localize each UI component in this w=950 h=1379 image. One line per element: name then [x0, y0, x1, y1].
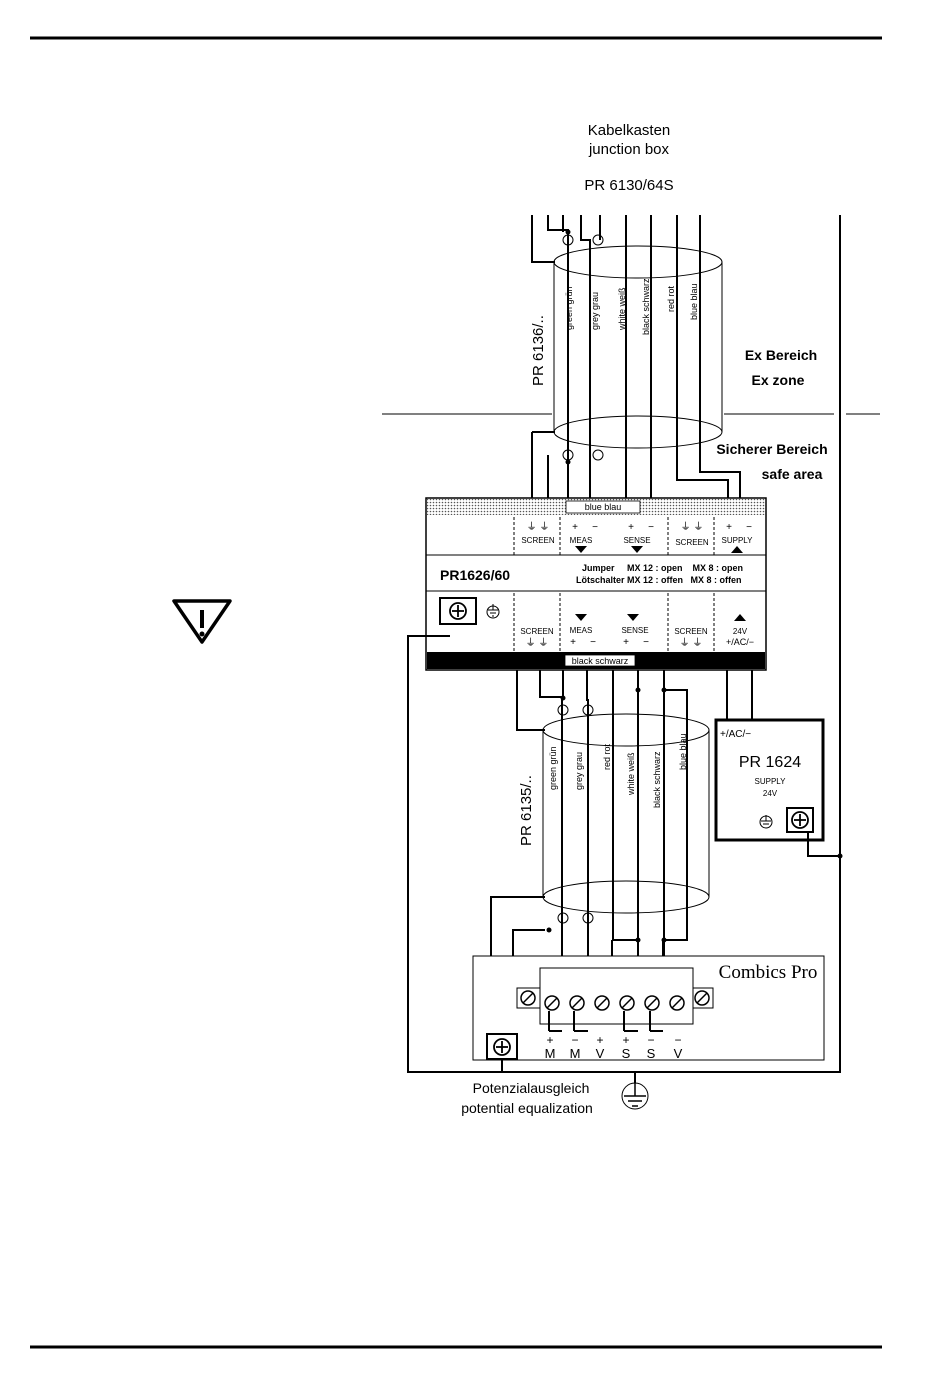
bottom-sense-label: SENSE — [621, 626, 648, 635]
bottom-meas-label: MEAS — [570, 626, 593, 635]
bottom-cable-wire-labels: green grün grey grau red rot white weiß … — [518, 733, 688, 846]
terminal-letter: V — [674, 1046, 683, 1061]
junction-box-model: PR 6130/64S — [584, 177, 673, 194]
top-wire-label: green grün — [564, 286, 574, 330]
top-supply-label: SUPPLY — [722, 536, 754, 545]
ex-zone-de: Ex Bereich — [745, 347, 817, 363]
supply-ac-label: +/AC/− — [720, 729, 751, 740]
ground-terminal-icon — [759, 815, 773, 829]
equalization-en: potential equalization — [461, 1100, 593, 1116]
svg-text:⏚ ⏚: ⏚ ⏚ — [526, 637, 549, 649]
top-sense-label: SENSE — [623, 536, 650, 545]
svg-text:⏚ ⏚: ⏚ ⏚ — [681, 521, 704, 533]
supply-volt: 24V — [763, 789, 778, 798]
terminal-letter: S — [647, 1046, 656, 1061]
bottom-cable-cylinder — [542, 687, 710, 943]
bottom-screen2-label: SCREEN — [674, 627, 708, 636]
junction-box-title-de: Kabelkasten — [588, 122, 671, 139]
terminal-letter: M — [570, 1046, 581, 1061]
top-screen1-label: SCREEN — [521, 536, 555, 545]
terminal-sign: + — [596, 1033, 603, 1047]
screw-terminal-icon — [449, 602, 467, 620]
top-wire-label: white weiß — [617, 287, 627, 331]
bottom-wire-label: white weiß — [626, 752, 636, 796]
polarity-plus: + — [572, 522, 578, 533]
top-screen2-label: SCREEN — [675, 538, 709, 547]
bottom-ac-label: +/AC/− — [726, 637, 754, 647]
svg-text:⏚ ⏚: ⏚ ⏚ — [527, 521, 550, 533]
bottom-wire-label: red rot — [602, 743, 612, 770]
top-wire-label: black schwarz — [641, 278, 651, 335]
module-top-strip-label: blue blau — [585, 502, 622, 512]
polarity-minus: − — [590, 637, 596, 648]
pr1624-supply: +/AC/− PR 1624 SUPPLY 24V — [714, 718, 843, 859]
combics-pro-indicator: Combics Pro + M − M + V + S − S − — [472, 955, 825, 1061]
top-wire-label: grey grau — [590, 292, 600, 330]
jumper-row-de: Lötschalter MX 12 : offen MX 8 : offen — [576, 575, 742, 585]
screw-terminal-icon — [493, 1038, 511, 1056]
polarity-minus: − — [648, 522, 654, 533]
ground-terminal-icon — [486, 604, 500, 619]
top-cable-label: PR 6136/.. — [530, 315, 547, 386]
polarity-plus: + — [570, 637, 576, 648]
indicator-name: Combics Pro — [719, 962, 818, 983]
polarity-minus: − — [746, 522, 752, 533]
top-wire-label: red rot — [666, 285, 676, 312]
bottom-screen1-label: SCREEN — [520, 627, 554, 636]
terminal-sign: − — [647, 1033, 654, 1047]
safe-area-de: Sicherer Bereich — [716, 441, 827, 457]
top-meas-label: MEAS — [570, 536, 593, 545]
bottom-wire-label: blue blau — [678, 733, 688, 770]
supply-label: SUPPLY — [755, 777, 787, 786]
warning-triangle-icon — [172, 599, 232, 644]
module-model: PR1626/60 — [440, 567, 510, 583]
terminal-letter: S — [622, 1046, 631, 1061]
terminal-sign: − — [674, 1033, 681, 1047]
bottom-volt-label: 24V — [733, 627, 748, 636]
svg-text:⏚ ⏚: ⏚ ⏚ — [680, 637, 703, 649]
terminal-sign: + — [622, 1033, 629, 1047]
bottom-wire-label: grey grau — [574, 752, 584, 790]
terminal-sign: − — [571, 1033, 578, 1047]
junction-box-title-en: junction box — [588, 141, 670, 158]
jumper-row-en: Jumper MX 12 : open MX 8 : open — [582, 563, 743, 573]
polarity-minus: − — [592, 522, 598, 533]
ground-icon — [621, 1082, 649, 1110]
pr1626-module: blue blau ⏚ ⏚ SCREEN + − MEAS + − SENSE … — [425, 497, 767, 671]
terminal-screws — [520, 990, 710, 1011]
bottom-cable-label: PR 6135/.. — [518, 775, 535, 846]
equalization-de: Potenzialausgleich — [473, 1080, 590, 1096]
top-cable-cylinder — [553, 229, 723, 465]
bottom-wire-label: green grün — [548, 746, 558, 790]
module-bottom-strip-label: black schwarz — [572, 656, 629, 666]
top-wire-label: blue blau — [689, 283, 699, 320]
terminal-letter: M — [545, 1046, 556, 1061]
ex-zone-en: Ex zone — [752, 372, 805, 388]
top-cable-wire-labels: green grün grey grau white weiß black sc… — [530, 278, 699, 386]
bottom-wire-label: black schwarz — [652, 751, 662, 808]
supply-model: PR 1624 — [739, 754, 801, 771]
screw-terminal-icon — [791, 811, 809, 829]
terminal-sign: + — [546, 1033, 553, 1047]
polarity-plus: + — [628, 522, 634, 533]
terminal-letter: V — [596, 1046, 605, 1061]
polarity-plus: + — [623, 637, 629, 648]
safe-area-en: safe area — [762, 466, 823, 482]
polarity-plus: + — [726, 522, 732, 533]
polarity-minus: − — [643, 637, 649, 648]
